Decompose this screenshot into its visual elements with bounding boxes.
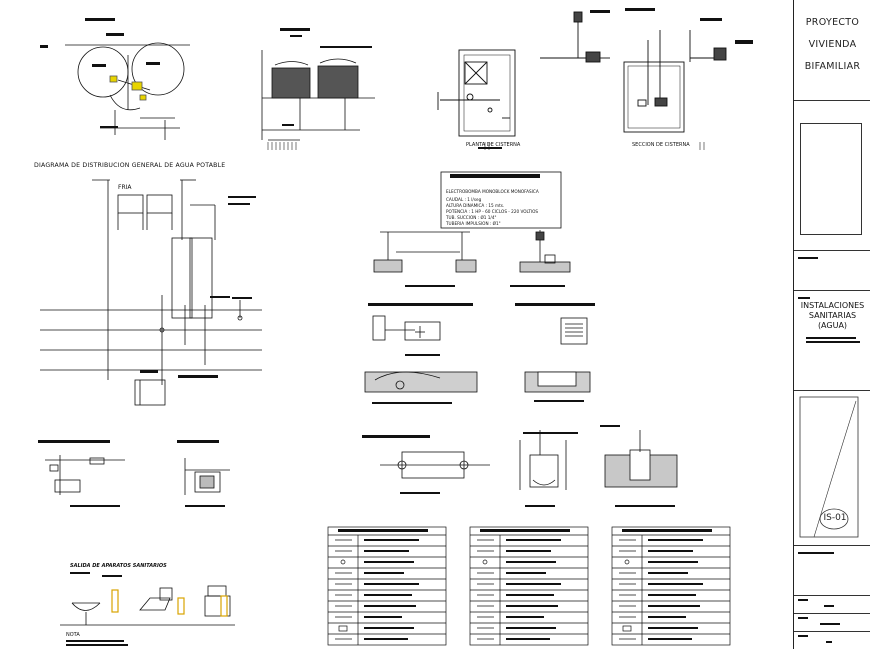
owner-text-2 [806,341,860,343]
title-block: PROYECTO VIVIENDA BIFAMILIAR INSTALACION… [793,0,870,649]
legend-table-1 [327,526,447,646]
owner-text [806,337,856,339]
tank-plan-detail [40,18,190,140]
sheet-number-value [826,641,832,643]
fixture-details [38,440,230,507]
pump-spec-header: ELECTROBOMBA MONOBLOCK MONOFASICA [446,189,539,194]
scale-cell [794,595,870,613]
pump-spec-row-1: CAUDAL : 1 l/seg [446,197,482,202]
logo-cell [794,100,870,343]
nota-text-2 [66,644,128,646]
sheet-code-cell: IS-01 [794,390,870,545]
pump-spec-box [440,171,562,229]
distribution-diagram [40,179,262,406]
pump-spec-row-2: ALTURA DINAMICA : 15 mts. [446,203,504,208]
sheet-number-cell [794,631,870,649]
designer-cell [794,545,870,595]
cistern-plan-detail [437,49,516,150]
plano-label [798,297,810,299]
project-line-1: PROYECTO [805,17,860,28]
date-value [820,623,840,625]
cistern-section-detail [540,8,753,150]
scale-value [824,605,834,607]
project-line-2: VIVIENDA [808,39,857,50]
pump-spec-row-3: POTENCIA : 1 HP - 60 CICLOS - 220 VOLTIO… [446,209,538,214]
scale-label [798,599,808,601]
plano-line-2: SANITARIAS [808,311,857,320]
owner-cell [794,250,870,290]
pump-spec-row-5: TUBERIA IMPULSION : Ø1" [445,221,501,226]
nota-text [66,640,124,642]
sheet-number-label [798,635,808,637]
cistern-section-label: SECCION DE CISTERNA [632,142,690,148]
diagram-title: DIAGRAMA DE DISTRIBUCION GENERAL DE AGUA… [34,162,225,169]
date-cell [794,613,870,631]
nota-label: NOTA [66,632,80,638]
fria-label: FRIA [118,184,132,191]
plano-line-1: INSTALACIONES [800,301,865,310]
sheet-code: IS-01 [823,513,847,523]
plano-cell: INSTALACIONES SANITARIAS (AGUA) [794,290,870,390]
tank-elevation-detail [261,28,375,150]
owner-label [798,257,818,259]
legend-table-3 [611,526,731,646]
project-name-cell: PROYECTO VIVIENDA BIFAMILIAR [794,12,870,98]
middle-details [364,230,595,404]
sheet-code-frame [799,396,859,538]
fixture-outlets [60,572,235,626]
pump-spec-row-4: TUB. SUCCION : Ø1 1/4" [445,215,496,220]
legend-table-2 [469,526,589,646]
project-line-3: BIFAMILIAR [804,61,861,72]
valve-box-details [362,425,678,507]
date-label [798,617,808,619]
logo-frame [800,123,862,235]
cistern-plan-label: PLANTA DE CISTERNA [466,142,521,148]
fixture-outlets-title: SALIDA DE APARATOS SANITARIOS [70,563,167,569]
designer-label [798,552,834,554]
plano-line-3: (AGUA) [817,321,848,330]
